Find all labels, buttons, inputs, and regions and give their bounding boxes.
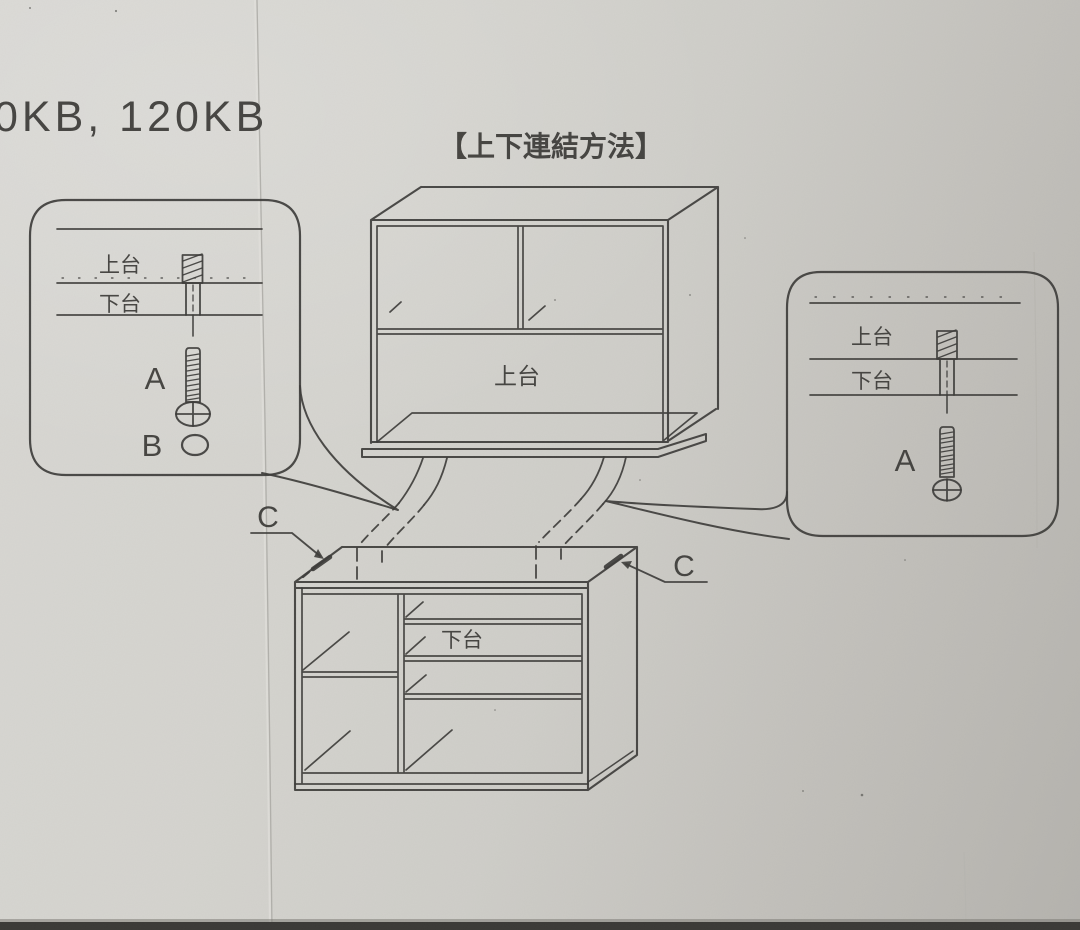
paper-grain-overlay: [0, 0, 1080, 930]
photographed-instruction-sheet: 0KB, 120KB 【上下連結方法】 上台 下台 C C: [0, 0, 1080, 930]
